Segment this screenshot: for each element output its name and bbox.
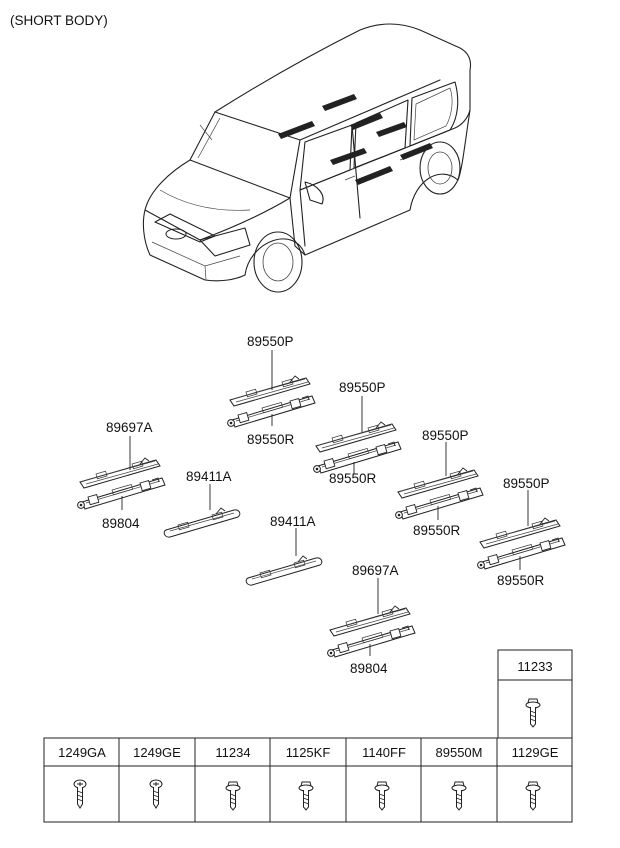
callout-89804-1: 89804 — [102, 516, 140, 531]
fastener-code-1125kf: 1125KF — [286, 745, 331, 760]
flange-bolt-icon — [525, 781, 541, 811]
flange-bolt-icon — [225, 781, 241, 811]
part-group-3 — [77, 436, 166, 510]
fastener-code-1249ge: 1249GE — [133, 745, 181, 760]
callout-89411a-2: 89411A — [270, 514, 316, 529]
callout-89550r-3: 89550R — [413, 523, 461, 538]
fastener-table — [43, 649, 573, 823]
fastener-code-1129ge: 1129GE — [512, 745, 559, 760]
callout-89550p-4: 89550P — [503, 476, 550, 491]
callout-89550p-1: 89550P — [247, 334, 294, 349]
fastener-code-11234: 11234 — [215, 745, 250, 760]
vehicle-illustration — [142, 23, 472, 293]
part-group-4 — [163, 484, 241, 538]
callout-89804-2: 89804 — [350, 661, 388, 676]
callout-89411a-1: 89411A — [186, 469, 232, 484]
fastener-code-89550m: 89550M — [436, 745, 483, 760]
callout-89697a-2: 89697A — [352, 563, 399, 578]
part-group-8 — [327, 578, 416, 658]
callout-89550r-2: 89550R — [329, 471, 377, 486]
callout-89550r-1: 89550R — [247, 432, 295, 447]
flange-bolt-icon — [298, 781, 314, 811]
part-group-7 — [477, 490, 566, 570]
phillips-screw-icon — [73, 779, 87, 809]
flange-bolt-icon — [525, 698, 541, 728]
page-title: (SHORT BODY) — [10, 13, 108, 28]
flange-bolt-icon — [451, 781, 467, 811]
part-group-5 — [395, 442, 484, 520]
callout-89550r-4: 89550R — [497, 573, 545, 588]
part-group-6 — [245, 528, 323, 586]
fastener-code-1140ff: 1140FF — [362, 745, 406, 760]
fastener-code-1249ga: 1249GA — [58, 745, 106, 760]
part-group-1 — [227, 350, 316, 428]
part-group-2 — [313, 396, 402, 474]
callout-89550p-2: 89550P — [339, 380, 386, 395]
phillips-screw-icon — [149, 779, 163, 809]
fastener-code-11233: 11233 — [517, 659, 552, 674]
callout-89697a-1: 89697A — [106, 420, 153, 435]
callout-89550p-3: 89550P — [422, 428, 469, 443]
flange-bolt-icon — [374, 781, 390, 811]
